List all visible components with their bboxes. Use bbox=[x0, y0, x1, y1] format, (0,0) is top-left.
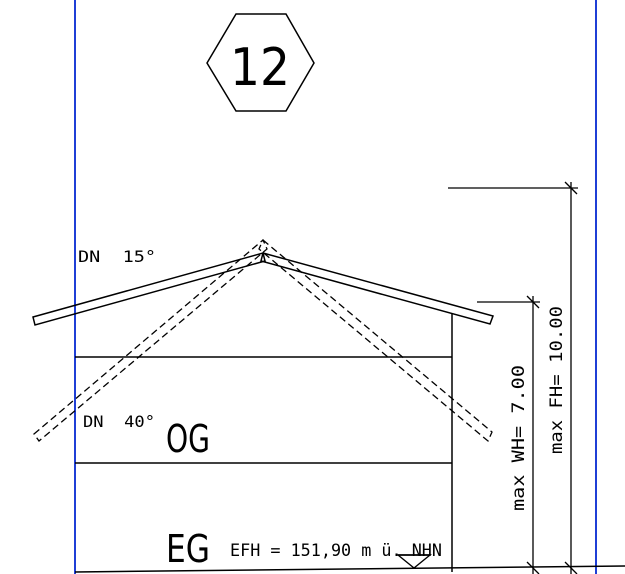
roof-steep-dashed bbox=[33, 238, 493, 443]
eave-height-label: max WH= 7.00 bbox=[509, 365, 529, 511]
roof-flat-pitch-label: DN 15° bbox=[78, 247, 156, 266]
roof-steep-left-slab bbox=[33, 238, 268, 442]
roof-shallow-left-slab bbox=[32, 252, 266, 326]
roof-steep-pitch-label: DN 40° bbox=[83, 412, 155, 431]
upper-floor-label: OG bbox=[166, 417, 210, 461]
roof-shallow-right-slab bbox=[260, 252, 494, 325]
ridge-height-label: max FH= 10.00 bbox=[547, 306, 567, 454]
ridge-dimension-top-tick bbox=[564, 181, 578, 195]
ground-floor-label: EG bbox=[166, 527, 210, 571]
eave-dimension-top-tick bbox=[526, 295, 540, 309]
ridge-dimension-bottom-tick bbox=[564, 561, 578, 574]
roof-steep-right-slab bbox=[258, 238, 493, 443]
eave-dimension-bottom-tick bbox=[526, 561, 540, 574]
plot-number: 12 bbox=[230, 38, 290, 98]
floor-height-note: EFH = 151,90 m ü. NHN bbox=[230, 541, 442, 561]
ground-line bbox=[74, 565, 625, 573]
plot-number-hexagon bbox=[206, 13, 315, 112]
